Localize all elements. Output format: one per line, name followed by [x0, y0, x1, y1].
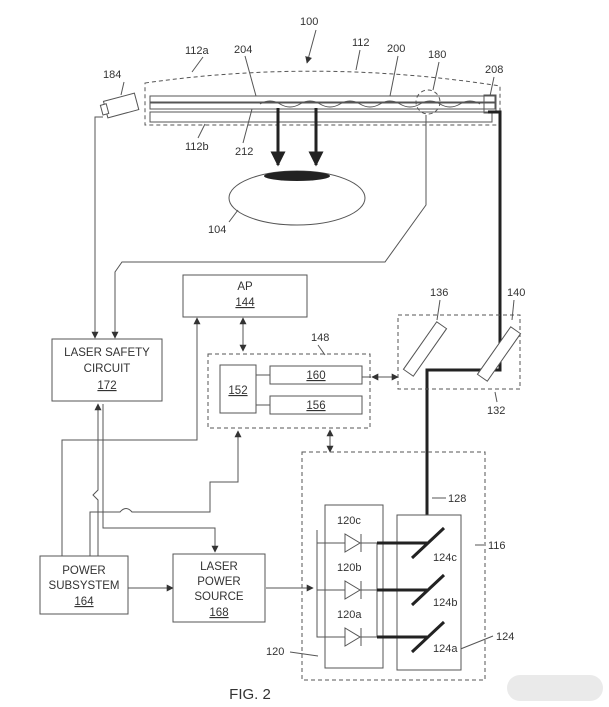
figure-caption: FIG. 2 [229, 686, 271, 703]
label-112b: 112b [185, 141, 209, 153]
ap-ref: 144 [235, 297, 255, 309]
block-ap [182, 274, 308, 318]
label-104: 104 [208, 224, 226, 236]
laser-safety-line1: LASER SAFETY [64, 347, 150, 359]
diode-120a [344, 627, 362, 647]
laser-safety-line2: CIRCUIT [84, 363, 131, 375]
display-assembly [99, 70, 501, 226]
label-136: 136 [430, 287, 448, 299]
block-power-subsystem [39, 555, 129, 615]
label-180: 180 [428, 49, 446, 61]
in-coupler-208 [483, 94, 497, 114]
label-204: 204 [234, 44, 252, 56]
label-124b: 124b [433, 597, 457, 609]
label-116: 116 [488, 540, 506, 552]
label-120c: 120c [337, 515, 361, 527]
label-100: 100 [300, 16, 318, 28]
signal-lines [61, 115, 494, 657]
diode-120b [344, 580, 362, 600]
waveguide-top [149, 95, 496, 103]
label-208: 208 [485, 64, 503, 76]
housing-outline-112a [144, 70, 501, 126]
label-124: 124 [496, 631, 514, 643]
label-124a: 124a [433, 643, 458, 655]
optical-beam-path [425, 110, 502, 620]
lower-lens-112b [149, 111, 493, 123]
combiner-124b [410, 573, 446, 607]
label-140: 140 [507, 287, 525, 299]
laser-safety-ref: 172 [97, 380, 116, 392]
label-124c: 124c [433, 552, 457, 564]
diode-120c [344, 533, 362, 553]
label-156: 156 [306, 400, 325, 412]
reference-numerals: 100 112a 204 112 200 180 208 184 112b 21… [103, 16, 525, 658]
block-148-dashed [207, 353, 371, 429]
camera-184 [99, 92, 140, 119]
ap-title: AP [237, 281, 253, 293]
label-128: 128 [448, 493, 466, 505]
label-184: 184 [103, 69, 121, 81]
power-subsystem-ref: 164 [74, 596, 94, 608]
label-120a: 120a [337, 609, 362, 621]
block-132-dashed [397, 299, 522, 403]
label-148: 148 [311, 332, 329, 344]
leader-lines [120, 29, 495, 499]
laser-power-line1: LASER [200, 561, 238, 573]
light-propagation-wave [259, 100, 481, 108]
laser-power-line2: POWER [197, 576, 240, 588]
pupil [264, 171, 330, 181]
label-120b: 120b [337, 562, 361, 574]
label-112a: 112a [185, 45, 210, 57]
mirror-136 [402, 321, 448, 377]
block-laser-power-source [172, 553, 266, 623]
laser-power-ref: 168 [209, 607, 228, 619]
detail-circle-180 [415, 89, 441, 115]
label-132: 132 [487, 405, 505, 417]
power-subsystem-line2: SUBSYSTEM [49, 580, 120, 592]
label-212: 212 [235, 146, 253, 158]
combiner-124c [410, 526, 446, 560]
laser-power-line3: SOURCE [194, 591, 244, 603]
label-120: 120 [266, 646, 284, 658]
label-200: 200 [387, 43, 405, 55]
watermark-logo [507, 675, 603, 701]
block-texts: AP 144 LASER SAFETY CIRCUIT 172 152 160 … [49, 281, 326, 619]
block-116-dashed [301, 451, 486, 681]
label-152: 152 [228, 385, 247, 397]
label-112: 112 [352, 37, 370, 49]
block-laser-safety [51, 338, 163, 402]
combiner-124a [410, 620, 446, 654]
mirror-140 [476, 326, 522, 382]
label-160: 160 [306, 370, 325, 382]
waveguide-bottom [149, 102, 496, 110]
power-subsystem-line1: POWER [62, 565, 105, 577]
